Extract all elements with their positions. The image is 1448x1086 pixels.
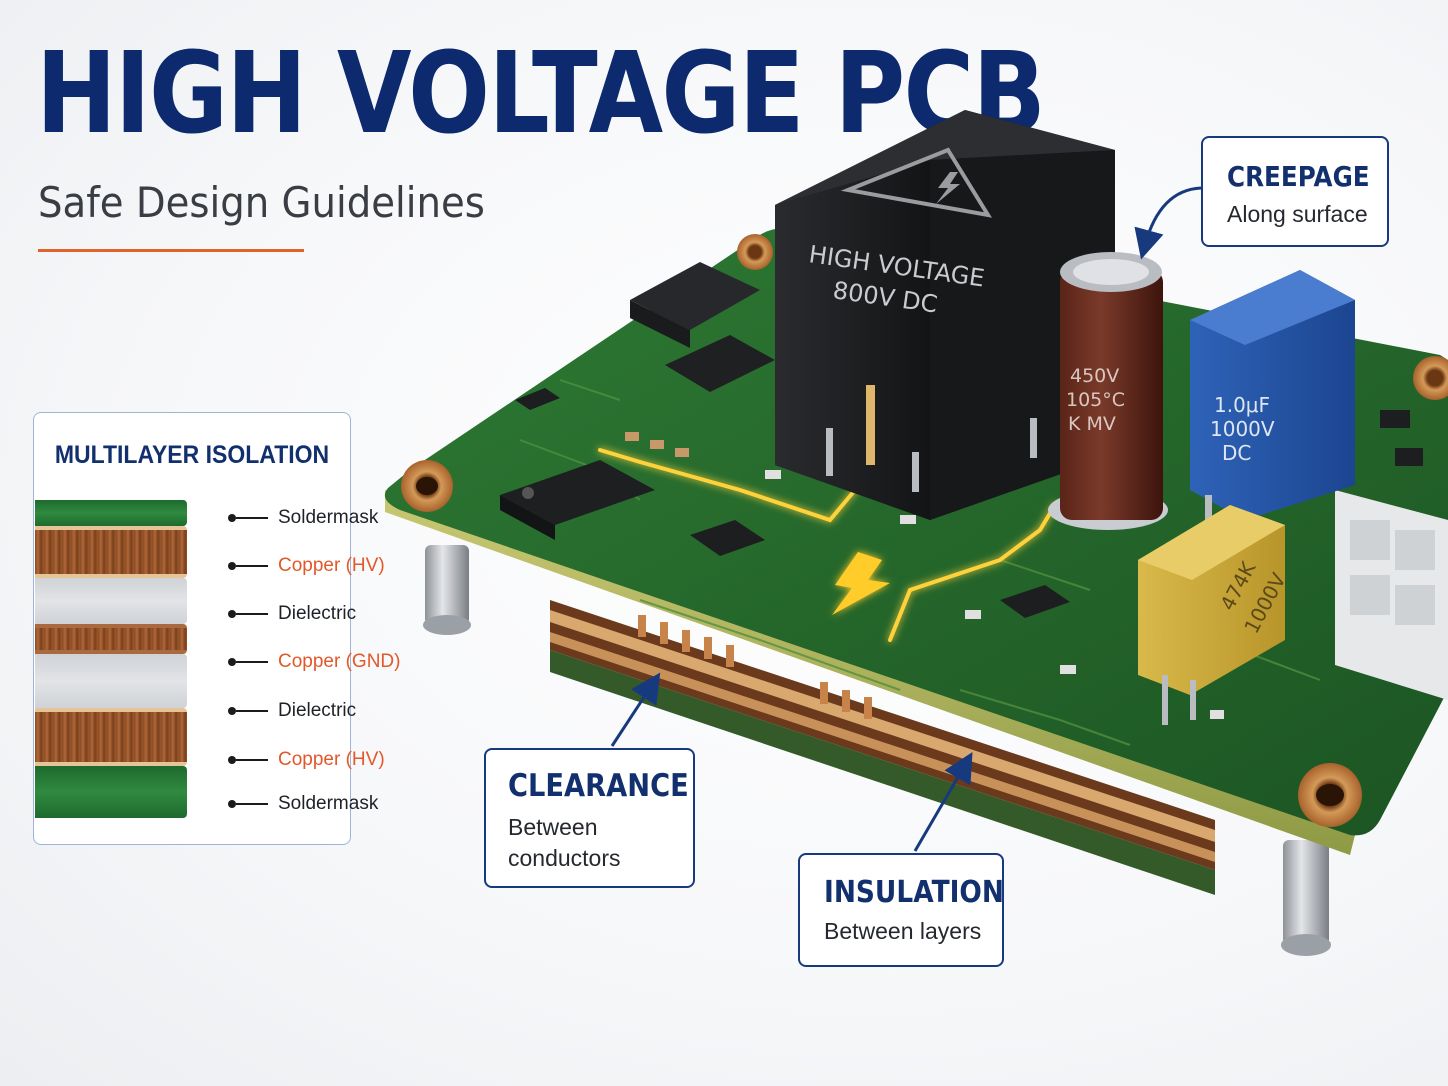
- creepage-text: Along surface: [1227, 201, 1368, 227]
- layer-copper-hv-top: [35, 526, 187, 578]
- blue-cap-dc: DC: [1222, 441, 1251, 465]
- creepage-heading: CREEPAGE: [1227, 160, 1370, 193]
- layer-copper-hv-bottom: [35, 708, 187, 766]
- layer-label-copper-gnd: Copper (GND): [228, 651, 400, 673]
- blue-cap-capacitance: 1.0μF: [1214, 393, 1270, 417]
- layer-label-copper-hv-bottom: Copper (HV): [228, 749, 385, 771]
- page-title: HIGH VOLTAGE PCB: [36, 29, 1046, 159]
- cap-label-temp: 105°C: [1066, 389, 1125, 411]
- multilayer-isolation-panel: MULTILAYER ISOLATION Soldermask Copper (…: [33, 412, 400, 845]
- layer-label-dielectric-1: Dielectric: [228, 603, 356, 625]
- layer-soldermask-top: [35, 500, 187, 526]
- layer-soldermask-bottom: [35, 766, 187, 818]
- cap-label-series: K MV: [1068, 413, 1116, 435]
- blue-cap-voltage: 1000V: [1210, 417, 1275, 441]
- layer-dielectric-1: [35, 578, 187, 624]
- creepage-callout: CREEPAGE Along surface: [1201, 136, 1389, 247]
- title-underline: [38, 249, 304, 252]
- clearance-callout: CLEARANCE Between conductors: [484, 748, 695, 888]
- clearance-text: Between conductors: [508, 814, 621, 871]
- insulation-heading: INSULATION: [824, 875, 1004, 910]
- layer-label-copper-hv-top: Copper (HV): [228, 555, 385, 577]
- layer-copper-gnd: [35, 624, 187, 654]
- cap-label-voltage: 450V: [1070, 365, 1119, 387]
- multilayer-isolation-title: MULTILAYER ISOLATION: [54, 441, 330, 469]
- layer-label-soldermask-top: Soldermask: [228, 507, 378, 529]
- layer-label-soldermask-bottom: Soldermask: [228, 793, 378, 815]
- insulation-text: Between layers: [824, 918, 982, 944]
- page-subtitle: Safe Design Guidelines: [38, 178, 485, 227]
- layer-dielectric-2: [35, 654, 187, 708]
- insulation-callout: INSULATION Between layers: [798, 853, 1004, 967]
- layer-stack-graphic: [35, 500, 187, 818]
- layer-label-dielectric-2: Dielectric: [228, 700, 356, 722]
- clearance-heading: CLEARANCE: [508, 768, 689, 804]
